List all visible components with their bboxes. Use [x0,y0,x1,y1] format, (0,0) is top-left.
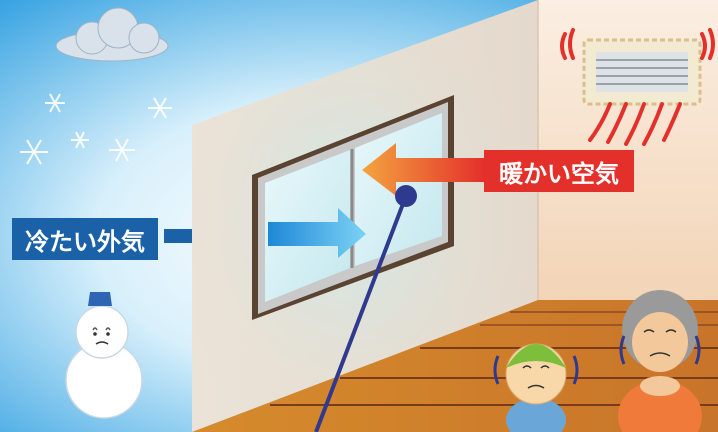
warm-air-label: 暖かい空気 [484,150,634,192]
pointer-dot [395,185,417,207]
air-conditioner-icon [584,40,700,104]
cold-outside-air-label: 冷たい外気 [12,218,158,260]
cold-label-connector [164,229,192,243]
